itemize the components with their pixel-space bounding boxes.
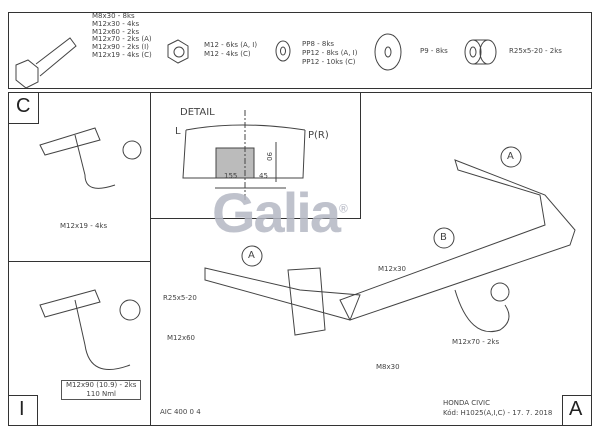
c-bolts-callout: M12x19 - 4ks <box>60 222 108 230</box>
dim-height: 90 <box>264 152 273 161</box>
circle-b-label: B <box>440 232 447 243</box>
nut-list: M12 - 6ks (A, I)M12 - 4ks (C) <box>204 41 257 59</box>
part-label: M12x60 - 2ks <box>92 27 140 36</box>
panel-i-towbar <box>39 289 141 370</box>
galia-logo: Galia® <box>212 180 348 245</box>
panel-c-tag <box>8 92 39 124</box>
spacer-callout: R25x5-20 <box>163 294 197 302</box>
panel-a-letter: A <box>569 398 583 420</box>
circle-a1-label: A <box>507 151 514 162</box>
detail-left: L <box>175 126 181 137</box>
spacer-icon <box>464 39 497 65</box>
circle-a2 <box>241 245 263 267</box>
washer-small-icon <box>275 40 291 62</box>
dim-right: 45 <box>259 172 268 180</box>
m12x60-callout: M12x60 <box>167 334 195 342</box>
part-label: M12x19 - 4ks (C) <box>92 50 152 59</box>
spacer-label: R25x5-20 - 2ks <box>509 47 562 55</box>
part-label: PP8 - 8ks <box>302 40 335 48</box>
panel-i <box>8 261 151 426</box>
panel-c-letter: C <box>16 95 31 117</box>
detail-right: P(R) <box>308 130 329 141</box>
detail-title: DETAIL <box>180 107 215 118</box>
circle-a1 <box>500 146 522 168</box>
m8x30-callout: M8x30 <box>376 363 400 371</box>
part-label: PP12 - 8ks (A, I) <box>302 49 358 57</box>
part-label: M12 - 6ks (A, I) <box>204 41 258 49</box>
i-torque-text: 110 Nml <box>86 390 116 398</box>
m12x70-callout: M12x70 - 2ks <box>452 338 500 346</box>
bolt-icon <box>15 37 77 89</box>
part-label: M12x90 - 2ks (I) <box>92 43 149 52</box>
footer-vehicle: HONDA CIVIC <box>443 399 490 407</box>
panel-i-letter: I <box>19 398 25 420</box>
footer-code: AIC 400 0 4 <box>160 408 201 416</box>
circle-a2-label: A <box>248 250 255 261</box>
towbar-main <box>204 159 576 336</box>
m12x30-callout: M12x30 <box>378 265 406 273</box>
panel-i-tag <box>8 395 38 426</box>
logo-text: Galia <box>212 181 341 244</box>
footer-kod: Kód: H1025(A,I,C) - 17. 7. 2018 <box>443 409 553 417</box>
part-label: M12 - 4ks (C) <box>204 50 251 58</box>
part-label: M8x30 - 8ks <box>92 12 135 20</box>
part-label: M12x70 - 2ks (A) <box>92 35 152 44</box>
part-label: PP12 - 10ks (C) <box>302 58 356 66</box>
parts-list-box <box>8 12 592 89</box>
circle-b <box>433 227 455 249</box>
detail-bumper-outline <box>182 110 306 200</box>
dim-left: 155 <box>224 172 238 180</box>
washer-large-icon <box>374 33 402 71</box>
logo-mark: ® <box>338 201 348 216</box>
panel-c-towbar <box>39 127 142 189</box>
nut-icon <box>167 39 189 64</box>
panel-a-tag <box>562 395 592 426</box>
i-bolts-text: M12x90 (10.9) - 2ks <box>66 381 137 389</box>
washer-large-label: P9 - 8ks <box>420 47 448 55</box>
part-label: M12x30 - 4ks <box>92 19 140 28</box>
detail-box <box>150 92 361 219</box>
